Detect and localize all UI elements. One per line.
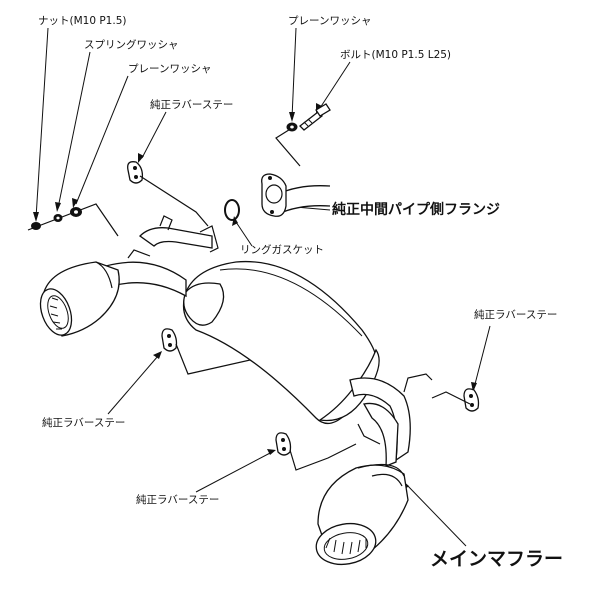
- label-bolt: ボルト(M10 P1.5 L25): [340, 49, 451, 61]
- hardware-stack-left: [27, 203, 119, 237]
- rubber-stay-right-icon: [463, 388, 480, 412]
- main-muffler-body: [105, 215, 433, 467]
- mid-pipe-flange-icon: [261, 173, 331, 217]
- leader-rubber-stay-right: [471, 325, 491, 392]
- rubber-stay-top-icon: [127, 161, 144, 184]
- leader-rubber-stay-bottom: [195, 449, 276, 493]
- right-tail-pipe: [315, 463, 409, 566]
- leader-plain-washer-left: [72, 75, 129, 208]
- label-rubber-stay-left: 純正ラバーステー: [42, 416, 125, 429]
- label-ring-gasket: リングガスケット: [240, 243, 324, 256]
- leader-nut: [33, 27, 49, 222]
- plain-washer-right-icon: [286, 122, 298, 132]
- label-plain-washer-left: プレーンワッシャ: [128, 63, 211, 75]
- ring-gasket-icon: [224, 199, 240, 221]
- hardware-stack-right: [275, 103, 331, 167]
- rubber-stay-left-icon: [161, 328, 178, 352]
- label-mid-pipe-flange: 純正中間パイプ側フランジ: [332, 201, 500, 218]
- label-rubber-stay-bottom: 純正ラバーステー: [136, 493, 219, 506]
- label-nut: ナット(M10 P1.5): [38, 15, 126, 27]
- leader-spring-washer: [55, 51, 91, 212]
- plain-washer-left-icon: [70, 207, 82, 217]
- label-spring-washer: スプリングワッシャ: [84, 38, 179, 51]
- rubber-stay-bottom-icon: [275, 432, 292, 456]
- leader-plain-washer-right: [289, 27, 297, 122]
- leader-bolt: [316, 61, 351, 113]
- leader-rubber-stay-left: [107, 351, 162, 415]
- label-rubber-stay-right: 純正ラバーステー: [474, 308, 557, 321]
- bolt-icon: [299, 103, 331, 131]
- leader-ring-gasket: [232, 216, 253, 247]
- nut-icon: [31, 222, 41, 230]
- leader-rubber-stay-top: [138, 111, 167, 163]
- label-main-muffler: メインマフラー: [430, 548, 563, 570]
- left-tail-pipe: [39, 261, 120, 337]
- label-rubber-stay-top: 純正ラバーステー: [150, 98, 233, 111]
- label-plain-washer-right: プレーンワッシャ: [288, 15, 371, 27]
- leader-main-muffler: [402, 481, 467, 547]
- spring-washer-icon: [53, 214, 63, 222]
